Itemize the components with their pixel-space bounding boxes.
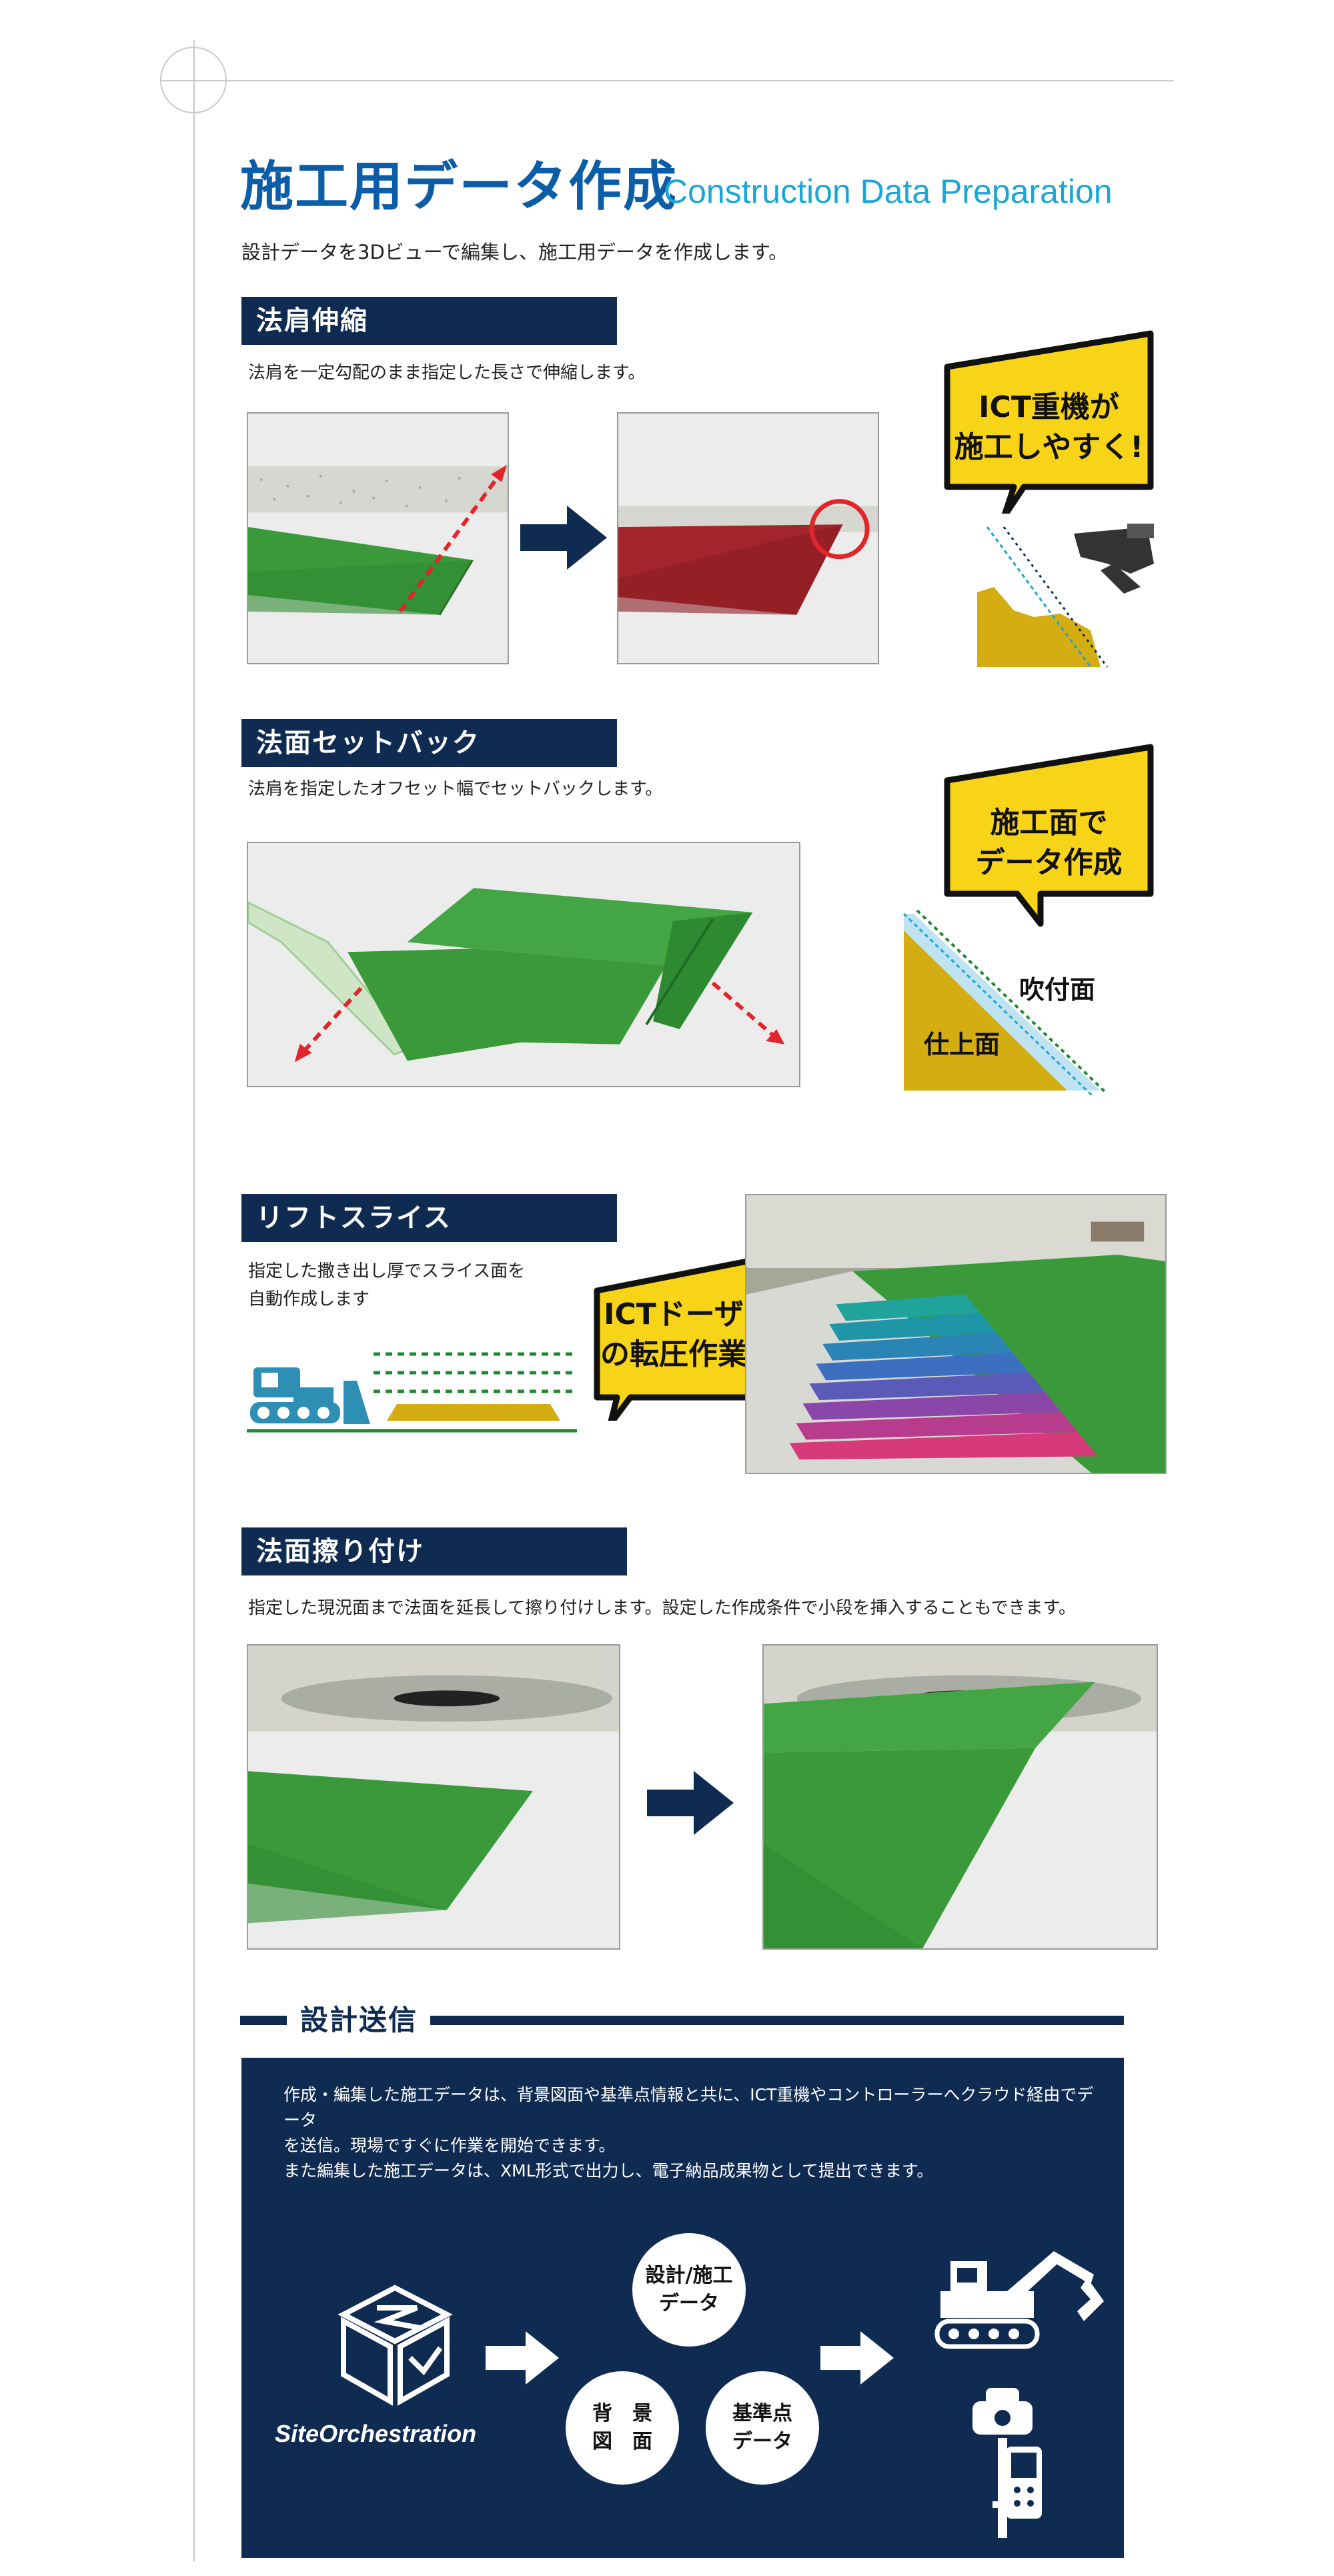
tie-in-before-image <box>247 1644 620 1950</box>
frame-vertical-line <box>193 40 195 2561</box>
right-arrow-icon <box>486 2331 559 2385</box>
circle-design-data: 設計/施工データ <box>632 2233 746 2347</box>
page-title: 施工用データ作成 <box>240 155 678 217</box>
send-title-line-left <box>240 2016 287 2025</box>
site-orchestration-wordmark: SiteOrchestration <box>275 2420 477 2447</box>
send-title: 設計送信 <box>300 2004 418 2036</box>
bubble-line-1: ICTドーザ <box>604 1297 744 1331</box>
label-finish-surface: 仕上面 <box>924 1030 1000 1059</box>
bubble-line-1: ICT重機が <box>978 390 1119 424</box>
crosshair-icon <box>160 47 227 113</box>
excavator-bucket-icon <box>974 514 1161 677</box>
section-title-tie-in: 法面擦り付け <box>241 1527 627 1575</box>
section-desc-lift-slice-2: 自動作成します <box>248 1289 370 1309</box>
section-desc-tie-in: 指定した現況面まで法面を延長して擦り付けします。設定した作成条件で小段を挿入する… <box>248 1598 1076 1618</box>
bubble-line-1: 施工面で <box>990 806 1108 840</box>
send-desc-line-1: 作成・編集した施工データは、背景図面や基準点情報と共に、ICT重機やコントローラ… <box>283 2085 1094 2130</box>
page-title-en: Construction Data Preparation <box>664 173 1113 210</box>
setback-image <box>247 842 800 1087</box>
frame-horizontal-line <box>160 80 1174 81</box>
site-orchestration-logo <box>337 2281 454 2408</box>
send-desc: 作成・編集した施工データは、背景図面や基準点情報と共に、ICT重機やコントローラ… <box>283 2082 1097 2184</box>
circle-background-drawing: 背 景図 面 <box>566 2371 679 2485</box>
bubble-ict-dozer: ICTドーザ の転圧作業 <box>584 1254 754 1427</box>
circle-control-point-data: 基準点データ <box>706 2371 819 2485</box>
section-title-setback: 法面セットバック <box>241 719 617 767</box>
bubble-line-2: データ作成 <box>975 846 1123 880</box>
send-desc-line-3: また編集した施工データは、XML形式で出力し、電子納品成果物として提出できます。 <box>283 2161 934 2180</box>
controller-icon <box>1004 2445 1044 2521</box>
label-spray-surface: 吹付面 <box>1019 975 1096 1005</box>
tie-in-after-image <box>762 1644 1158 1950</box>
bubble-line-2: の転圧作業 <box>600 1337 747 1371</box>
gnss-receiver-icon <box>966 2381 1046 2548</box>
send-desc-line-2: を送信。現場ですぐに作業を開始できます。 <box>283 2136 616 2155</box>
page-intro: 設計データを3Dビューで編集し、施工用データを作成します。 <box>241 241 788 263</box>
section-title-shoulder: 法肩伸縮 <box>241 297 617 345</box>
section-desc-shoulder: 法肩を一定勾配のまま指定した長さで伸縮します。 <box>248 363 646 383</box>
bulldozer-icon <box>247 1341 577 1441</box>
section-desc-lift-slice-1: 指定した撒き出し厚でスライス面を <box>248 1261 526 1281</box>
bubble-line-2: 施工しやすく! <box>954 430 1144 464</box>
right-arrow-icon <box>647 1771 734 1835</box>
section-title-lift-slice: リフトスライス <box>241 1194 617 1242</box>
slope-diagram <box>887 897 1109 1099</box>
bubble-construction-surface: 施工面で データ作成 <box>940 740 1157 927</box>
send-title-line-right <box>430 2016 1124 2025</box>
shoulder-before-image <box>247 412 509 664</box>
lift-slice-image <box>745 1194 1167 1474</box>
shoulder-after-image <box>617 412 879 664</box>
section-desc-setback: 法肩を指定したオフセット幅でセットバックします。 <box>248 779 663 799</box>
right-arrow-icon <box>520 506 607 570</box>
bubble-ict-machine: ICT重機が 施工しやすく! <box>940 327 1157 520</box>
right-arrow-icon <box>820 2331 894 2385</box>
excavator-icon <box>927 2238 1107 2355</box>
